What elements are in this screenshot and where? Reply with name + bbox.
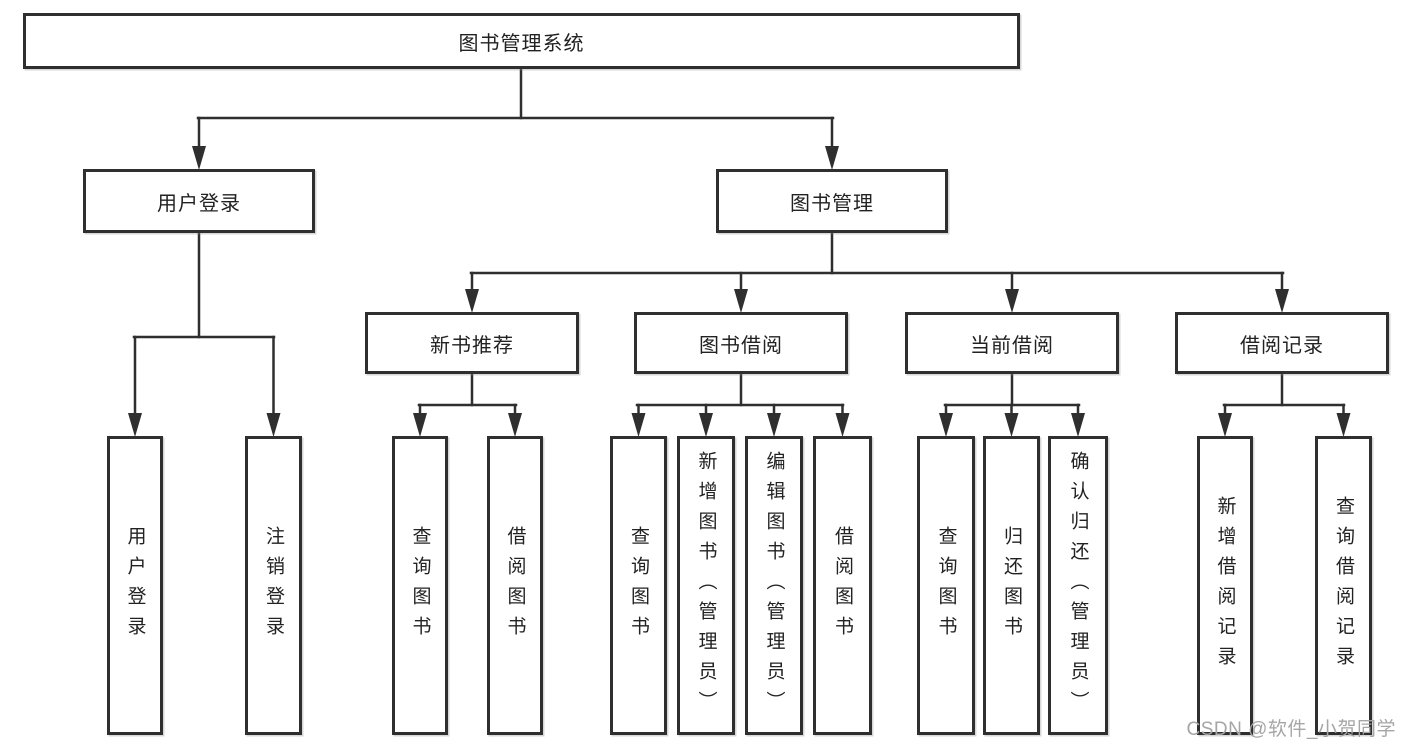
node-borrowing-records: 借阅记录 [1175, 312, 1389, 374]
leaf-return-books: 归还图书 [983, 436, 1040, 735]
watermark-text: CSDN @软件_小贺同学 [1186, 719, 1396, 740]
leaf-add-books-admin: 新增图书（管理员） [677, 436, 735, 735]
arrowhead-group [128, 146, 1351, 437]
leaf-borrow-books-recommend: 借阅图书 [487, 436, 543, 735]
node-current-borrowing: 当前借阅 [905, 312, 1119, 374]
node-new-book-recommendation: 新书推荐 [365, 312, 579, 374]
node-book-management: 图书管理 [716, 169, 948, 233]
leaf-query-books-current: 查询图书 [917, 436, 975, 735]
leaf-borrow-books: 借阅图书 [813, 436, 872, 735]
node-user-login: 用户登录 [83, 169, 315, 233]
leaf-query-borrow-record: 查询借阅记录 [1315, 436, 1372, 735]
leaf-user-login: 用户登录 [107, 436, 163, 735]
leaf-query-books-recommend: 查询图书 [392, 436, 448, 735]
leaf-confirm-return-admin: 确认归还（管理员） [1048, 436, 1108, 735]
node-library-management-system: 图书管理系统 [23, 13, 1020, 69]
leaf-query-books-borrowing: 查询图书 [610, 436, 667, 735]
node-book-borrowing: 图书借阅 [634, 312, 848, 374]
leaf-logout: 注销登录 [245, 436, 302, 735]
leaf-edit-books-admin: 编辑图书（管理员） [745, 436, 803, 735]
leaf-add-borrow-record: 新增借阅记录 [1197, 436, 1253, 735]
